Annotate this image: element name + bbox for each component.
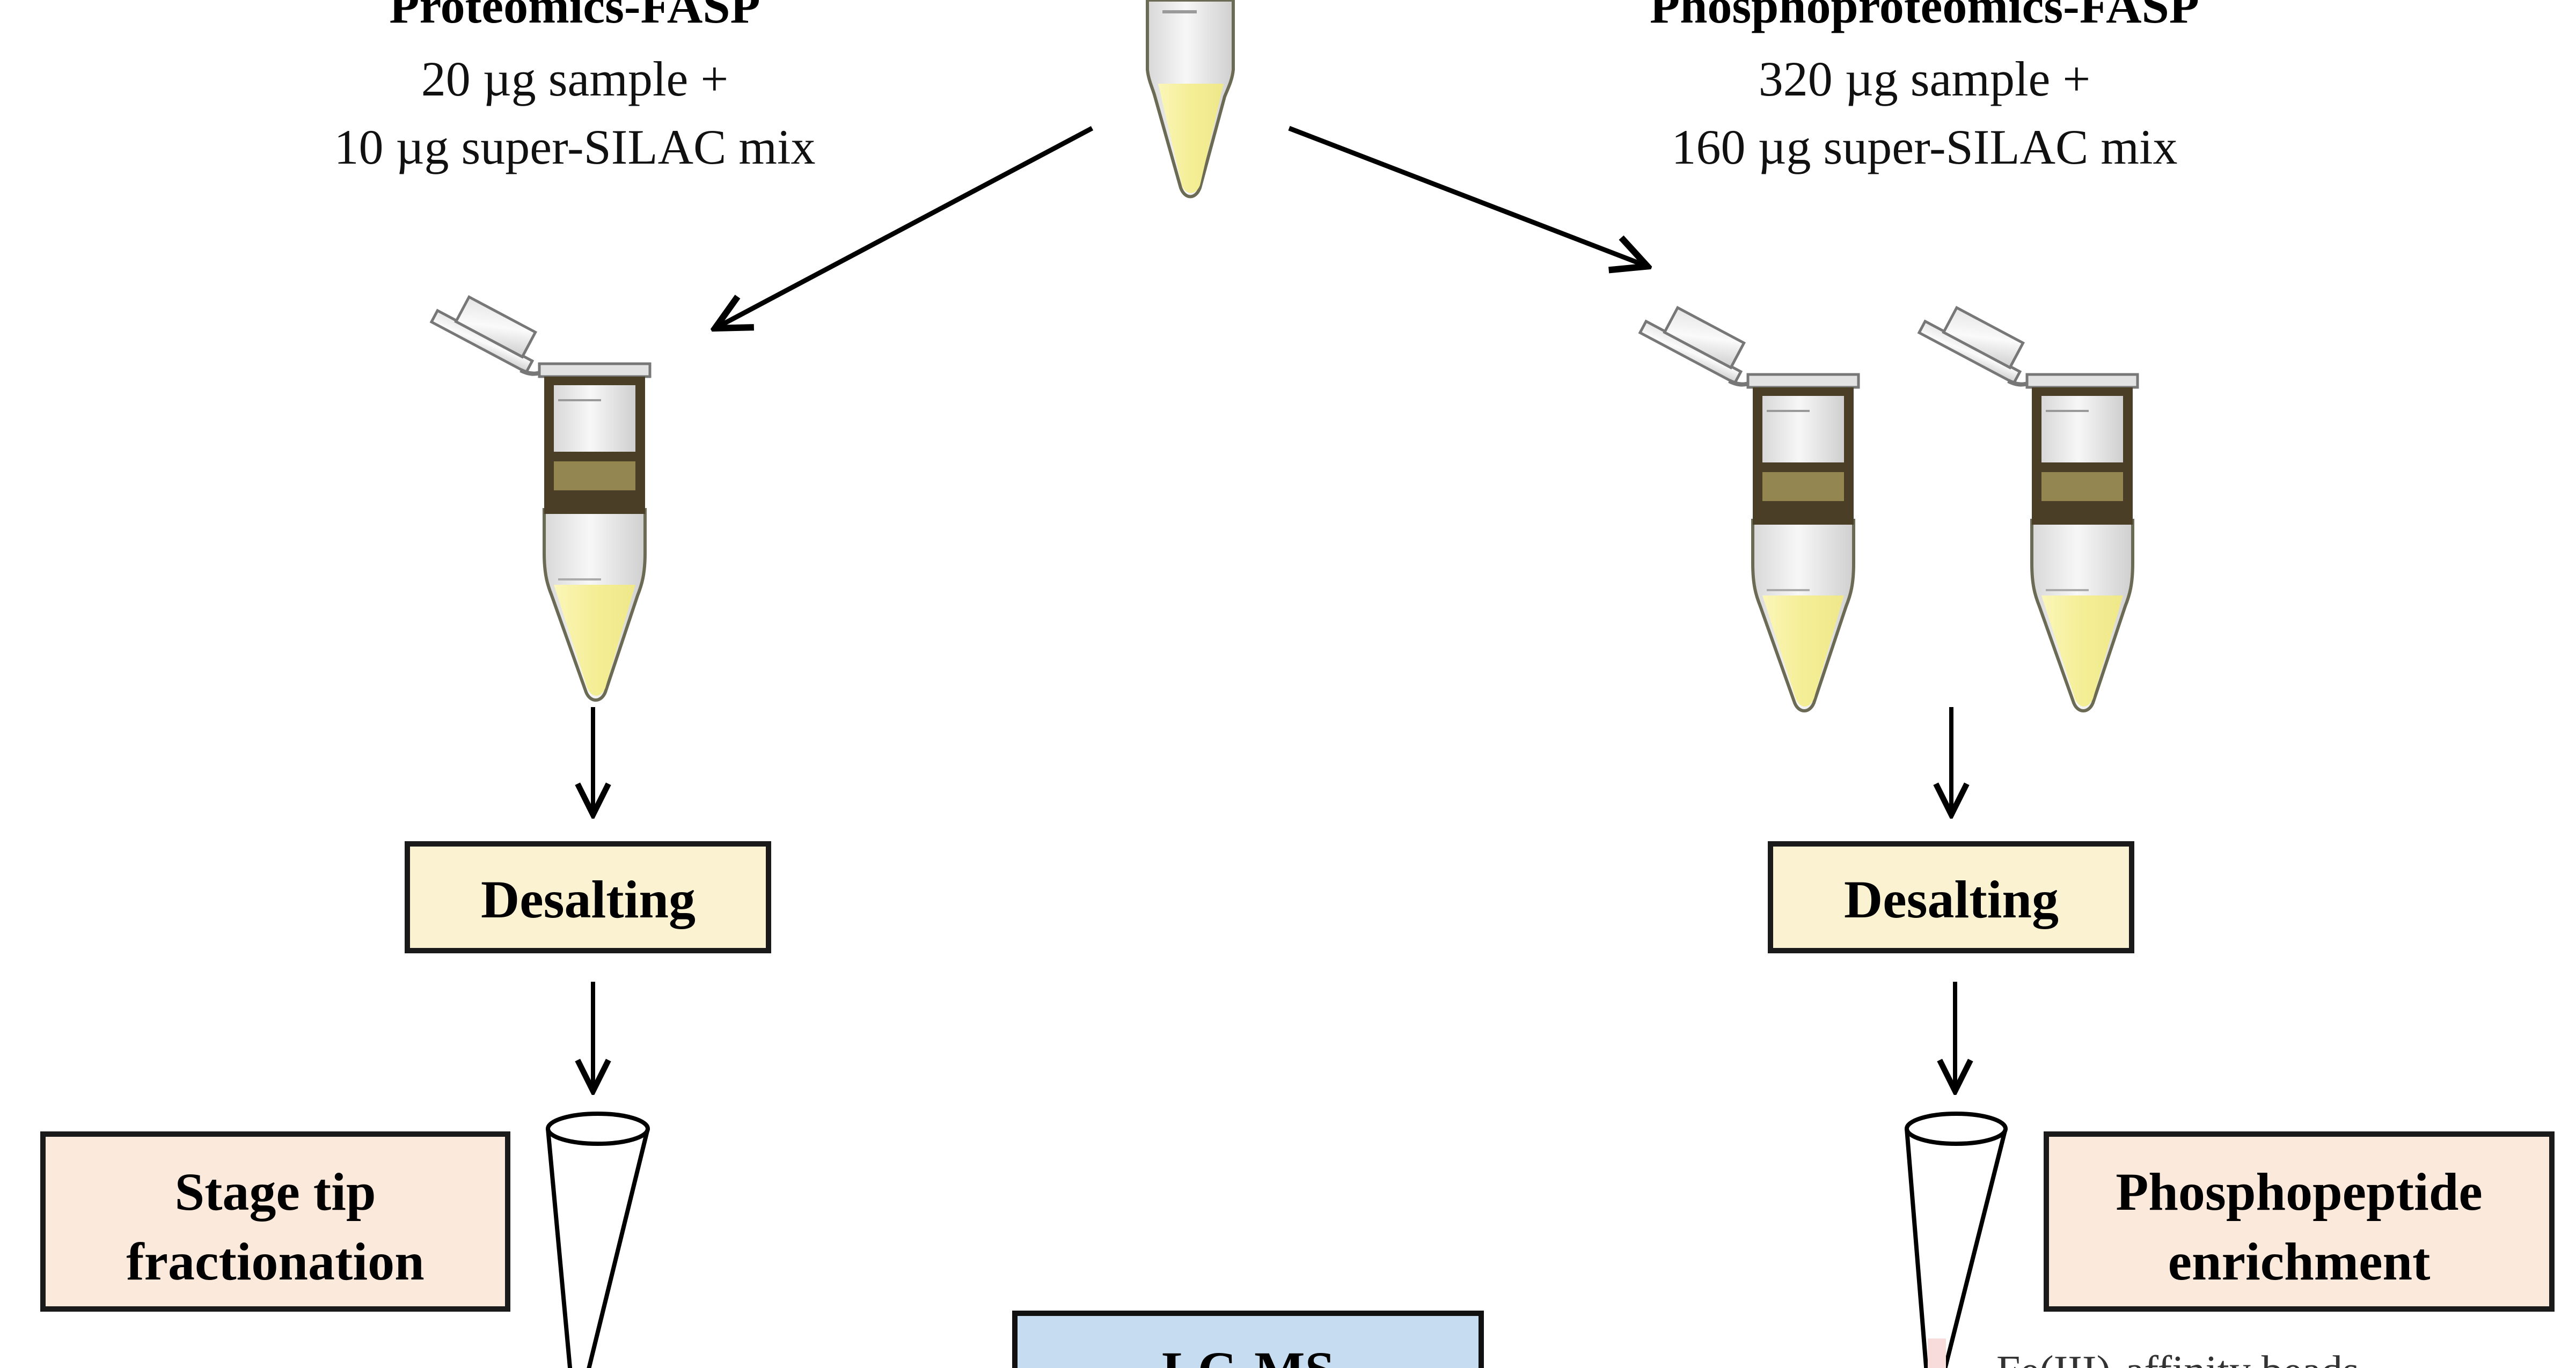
stage-tip-left-icon xyxy=(546,1112,650,1368)
right-branch-header: Phosphoproteomics-FASP 320 µg sample + 1… xyxy=(1650,0,2199,174)
left-branch-title: Proteomics-FASP xyxy=(389,0,760,33)
stage-tip-right-icon xyxy=(1905,1112,2008,1368)
stage-tip-line2: fractionation xyxy=(126,1232,424,1291)
desalting-right-label: Desalting xyxy=(1844,870,2059,929)
lcms-box: LC-MS xyxy=(1012,1311,1484,1368)
lcms-label: LC-MS xyxy=(1162,1341,1335,1368)
enrichment-line2: enrichment xyxy=(2168,1232,2431,1291)
right-branch-title: Phosphoproteomics-FASP xyxy=(1650,0,2199,33)
beads-label: Fe(III)-affinity beads xyxy=(1996,1348,2359,1368)
fasp-tube-phospho-2-icon xyxy=(1917,306,2139,712)
arrow-to-phosphoproteomics xyxy=(1288,126,1645,266)
sample-tube-icon xyxy=(1146,0,1235,198)
left-branch-header: Proteomics-FASP 20 µg sample + 10 µg sup… xyxy=(334,0,816,174)
fasp-tube-proteomics-icon xyxy=(429,295,652,702)
desalting-box-left: Desalting xyxy=(405,841,771,953)
desalting-left-label: Desalting xyxy=(481,870,696,929)
arrow-to-proteomics xyxy=(717,126,1094,327)
left-branch-line1: 20 µg sample + xyxy=(421,52,728,106)
stage-tip-fractionation-box: Stage tip fractionation xyxy=(40,1131,510,1312)
right-branch-line1: 320 µg sample + xyxy=(1759,52,2090,106)
enrichment-line1: Phosphopeptide xyxy=(2116,1162,2483,1222)
left-branch-line2: 10 µg super-SILAC mix xyxy=(334,120,816,174)
phosphopeptide-enrichment-box: Phosphopeptide enrichment xyxy=(2044,1131,2555,1312)
right-branch-line2: 160 µg super-SILAC mix xyxy=(1672,120,2178,174)
fasp-tube-phospho-1-icon xyxy=(1638,306,1860,712)
stage-tip-line1: Stage tip xyxy=(175,1162,376,1222)
fasp-tubes xyxy=(429,295,2139,712)
desalting-box-right: Desalting xyxy=(1768,841,2134,953)
